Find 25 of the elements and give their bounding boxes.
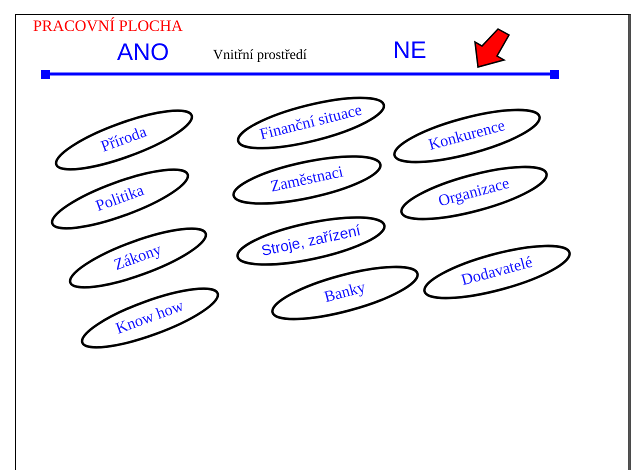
heading-label: Vnitřní prostředí <box>213 48 307 64</box>
node-label: Zaměstnaci <box>268 162 346 198</box>
node-label: Banky <box>322 278 368 308</box>
node-label: Zákony <box>110 240 165 276</box>
ellipse-node <box>231 154 383 206</box>
ellipse-node <box>50 167 190 231</box>
ellipse-node <box>80 286 220 350</box>
scale-label: NE <box>393 37 426 65</box>
node-label: Know how <box>112 296 187 340</box>
ellipse-node <box>399 164 549 222</box>
node-label: Stroje, zařízení <box>258 221 364 262</box>
ellipse-node <box>235 215 387 267</box>
ellipse-node <box>422 243 572 301</box>
scale-label: ANO <box>117 39 170 67</box>
ellipse-node <box>392 107 542 165</box>
ellipse-node <box>68 226 208 290</box>
slide-title: PRACOVNÍ PLOCHA <box>33 18 183 36</box>
node-label: Organizace <box>436 174 512 212</box>
node-label: Politika <box>92 181 148 218</box>
node-label: Příroda <box>98 122 150 158</box>
node-label: Finanční situace <box>257 100 365 146</box>
node-label: Konkurence <box>426 116 508 156</box>
ellipse-node <box>54 108 194 172</box>
ellipse-node <box>236 95 386 151</box>
ellipse-node <box>270 264 420 322</box>
